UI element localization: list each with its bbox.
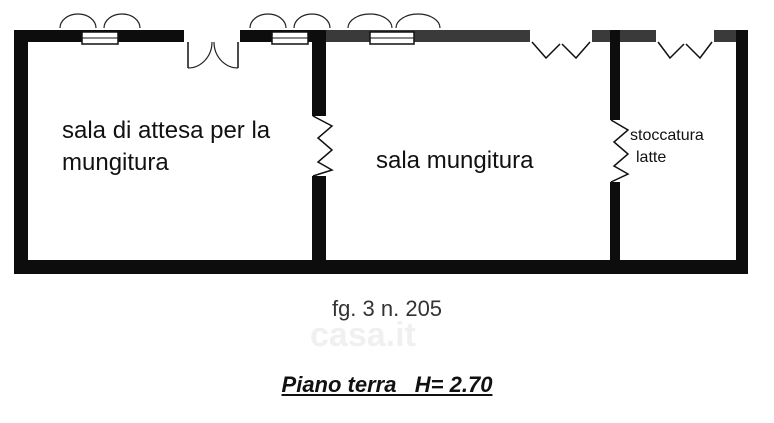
milk-storage-label-line2: latte (636, 149, 667, 166)
waiting-room-label-line2: mungitura (62, 149, 169, 176)
interior-wall-1 (312, 30, 326, 116)
wall-bottom (14, 260, 748, 274)
door-top-3 (656, 30, 714, 60)
interior-wall-1b (312, 176, 326, 274)
cadastral-reference: fg. 3 n. 205 (331, 296, 443, 321)
wall-right (736, 30, 748, 274)
interior-wall-2b (610, 182, 620, 274)
folding-door-1 (312, 115, 334, 177)
watermark: casa.it (310, 316, 416, 354)
window-1 (59, 13, 141, 45)
window-3 (347, 13, 441, 45)
wall-left (14, 30, 28, 274)
folding-door-2 (610, 119, 630, 183)
door-top-2 (530, 30, 592, 60)
plan-title: Piano terra H= 2.70 (281, 372, 493, 397)
milking-room-label: sala mungitura (376, 147, 534, 174)
waiting-room-label-line1: sala di attesa per la (62, 117, 271, 144)
interior-wall-2 (610, 30, 620, 120)
milk-storage-label-line1: stoccatura (630, 127, 704, 144)
window-2 (249, 13, 331, 45)
door-double-1 (184, 30, 240, 69)
